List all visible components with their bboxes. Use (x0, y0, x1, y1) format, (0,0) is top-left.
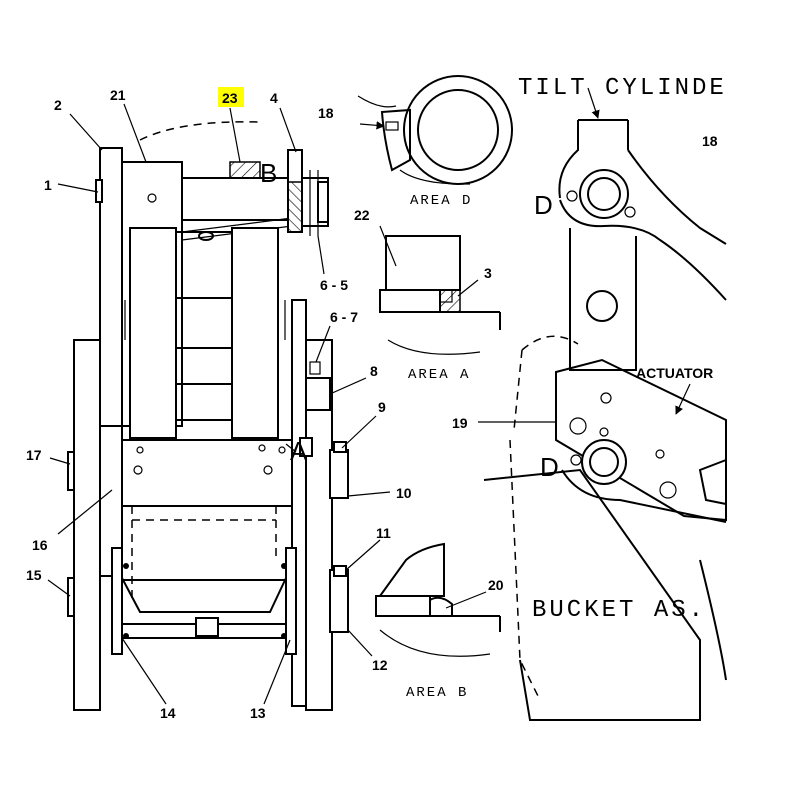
callout-19: 19 (452, 415, 468, 431)
callout-21: 21 (110, 87, 126, 103)
area-a-label: AREA A (408, 367, 470, 383)
tilt-cylinder-assembly (478, 87, 727, 721)
component-labels: TILT CYLINDE BUCKET AS. ACTUATOR (518, 75, 727, 624)
area-d-label: AREA D (410, 193, 472, 209)
callout-2: 2 (54, 97, 62, 113)
tilt-cylinder-label: TILT CYLINDE (518, 75, 727, 102)
area-d-detail (357, 75, 513, 185)
callout-4: 4 (270, 90, 278, 106)
view-letter-b: B (260, 158, 277, 188)
area-b-label: AREA B (406, 685, 468, 701)
callout-20: 20 (488, 577, 504, 593)
view-letter-d-top: D (534, 190, 553, 220)
callout-18-right: 18 (702, 133, 718, 149)
callout-13: 13 (250, 705, 266, 721)
callout-23-highlight (218, 87, 244, 107)
callout-labels: 1 2 21 23 4 6 - 5 6 - 7 8 9 10 11 12 13 … (26, 87, 718, 721)
callout-11: 11 (376, 525, 391, 541)
callout-6-5: 6 - 5 (320, 277, 348, 293)
callout-15: 15 (26, 567, 42, 583)
callout-22: 22 (354, 207, 370, 223)
right-crop-mask (728, 0, 800, 800)
view-letter-d-bottom: D (540, 452, 559, 482)
callout-1: 1 (44, 177, 52, 193)
view-letters: B A D D (260, 158, 559, 482)
actuator-label: ACTUATOR (636, 365, 713, 381)
linkage-assembly (67, 121, 349, 711)
callout-9: 9 (378, 399, 386, 415)
area-b-detail (375, 542, 501, 657)
callout-12: 12 (372, 657, 388, 673)
callout-10: 10 (396, 485, 412, 501)
callout-16: 16 (32, 537, 48, 553)
callout-14: 14 (160, 705, 176, 721)
callout-17: 17 (26, 447, 42, 463)
area-a-detail (379, 225, 501, 355)
callout-18-area-d: 18 (318, 105, 334, 121)
callout-23: 23 (222, 90, 238, 106)
view-letter-a: A (290, 436, 308, 466)
callout-3: 3 (484, 265, 492, 281)
callout-8: 8 (370, 363, 378, 379)
area-labels: AREA D AREA A AREA B (406, 193, 472, 701)
callout-6-7: 6 - 7 (330, 309, 358, 325)
bucket-label: BUCKET AS. (532, 597, 706, 624)
callout-leaders (47, 103, 391, 705)
